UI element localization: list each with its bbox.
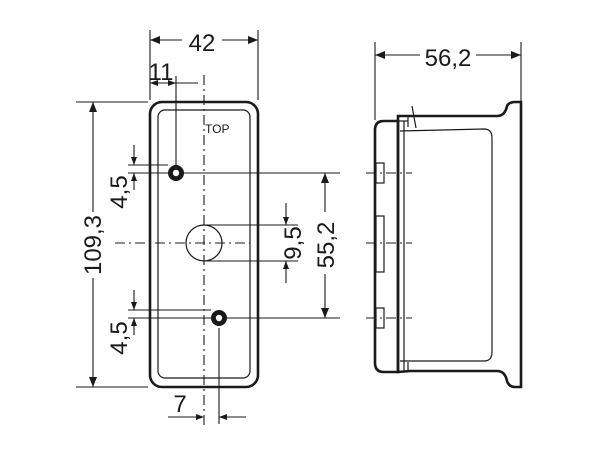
top-label: TOP [205,122,229,136]
front-dimensions: 42 11 109,3 4,5 4,5 [76,28,340,424]
dim-lower-4-5: 4,5 [106,321,133,354]
dim-depth-56-2: 56,2 [425,45,472,72]
dim-offset-7: 7 [173,391,186,418]
side-screw-lower [375,307,385,329]
side-front-plate [373,119,400,374]
side-housing [396,100,523,389]
side-inner-line [399,128,493,362]
upper-screw-slot [172,169,180,177]
side-view: 56,2 [366,42,523,389]
dim-height-109-3: 109,3 [80,215,107,275]
side-center-boss [375,215,385,273]
dim-spacing-55-2: 55,2 [313,222,340,269]
dim-width-42: 42 [189,30,216,57]
front-view: TOP [115,75,260,425]
dim-center-9-5: 9,5 [280,226,307,259]
side-screw-upper [375,162,385,184]
lower-screw-slot [215,314,223,322]
dim-offset-11: 11 [149,59,174,86]
dim-upper-4-5: 4,5 [106,175,133,208]
